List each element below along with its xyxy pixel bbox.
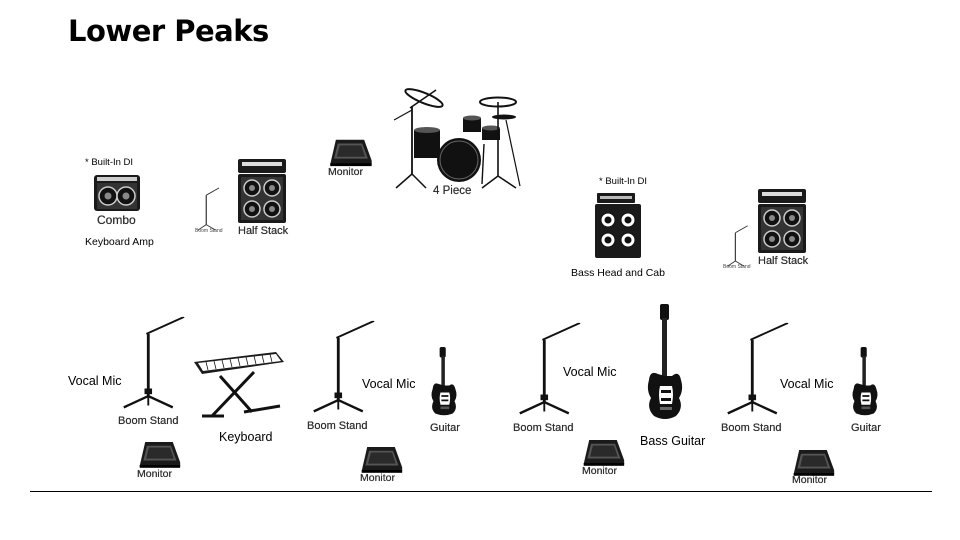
half-stack-icon xyxy=(237,158,287,224)
half-stack-icon xyxy=(757,188,807,254)
monitor-icon xyxy=(326,136,374,168)
vocal-mic-label-1: Vocal Mic xyxy=(68,374,122,388)
keyboard-amp-label: Keyboard Amp xyxy=(85,236,154,248)
guitar-icon xyxy=(430,343,458,421)
vocal-mic-label-3: Vocal Mic xyxy=(563,365,617,379)
half-stack-label-2: Half Stack xyxy=(758,255,809,267)
monitor-icon xyxy=(358,443,404,475)
monitor-label-3: Monitor xyxy=(582,465,618,477)
vocal-mic-label-2: Vocal Mic xyxy=(362,377,416,391)
page-title: Lower Peaks xyxy=(68,14,269,48)
boom-stand-label-4: Boom Stand xyxy=(721,422,782,434)
boom-stand-icon xyxy=(120,316,186,412)
small-boom-stand-label-2: Boom Stand xyxy=(723,264,751,270)
small-boom-stand-label-1: Boom Stand xyxy=(195,228,223,234)
combo-label: Combo xyxy=(97,213,136,227)
monitor-label-1: Monitor xyxy=(137,468,173,480)
monitor-icon xyxy=(136,438,182,470)
drums-label: 4 Piece xyxy=(433,185,472,197)
builtin-di-note-1: * Built-In DI xyxy=(85,157,134,168)
monitor-label-2: Monitor xyxy=(360,472,396,484)
keyboard-label: Keyboard xyxy=(219,430,273,444)
bass-guitar-label: Bass Guitar xyxy=(640,434,706,448)
boom-stand-icon xyxy=(310,320,376,416)
bass-guitar-icon xyxy=(647,304,683,419)
small-boom-stand-icon xyxy=(724,224,752,268)
monitor-icon xyxy=(580,436,626,468)
drum-kit-icon xyxy=(393,88,521,189)
guitar-label-1: Guitar xyxy=(430,422,460,434)
combo-amp-icon xyxy=(94,175,140,211)
half-stack-label-1: Half Stack xyxy=(238,225,289,237)
monitor-label-4: Monitor xyxy=(792,474,828,486)
boom-stand-label-1: Boom Stand xyxy=(118,415,179,427)
builtin-di-note-2: * Built-In DI xyxy=(599,176,648,187)
keyboard-icon xyxy=(194,352,284,418)
bass-head-cab-icon xyxy=(595,193,641,258)
vocal-mic-label-4: Vocal Mic xyxy=(780,377,834,391)
guitar-icon xyxy=(851,343,879,421)
monitor-drums-label: Monitor xyxy=(328,166,364,178)
stage-front-line xyxy=(30,491,932,492)
boom-stand-icon xyxy=(724,322,790,418)
guitar-label-2: Guitar xyxy=(851,422,881,434)
boom-stand-label-2: Boom Stand xyxy=(307,420,368,432)
small-boom-stand-icon xyxy=(195,186,223,232)
bass-head-cab-label: Bass Head and Cab xyxy=(571,267,665,279)
boom-stand-label-3: Boom Stand xyxy=(513,422,574,434)
